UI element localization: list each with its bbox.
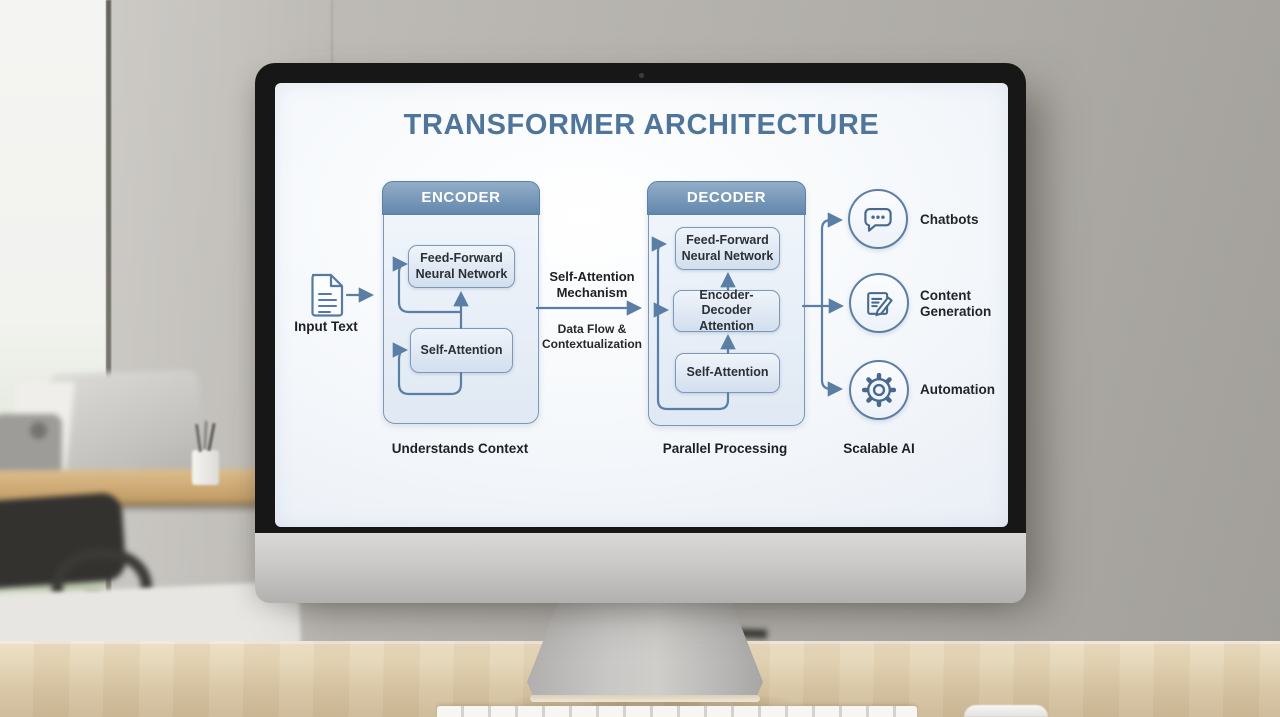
encoder-feed-forward-box: Feed-Forward Neural Network — [408, 245, 515, 288]
left-window-frame — [106, 0, 111, 612]
automation-label: Automation — [920, 382, 995, 397]
gear-icon — [861, 372, 897, 408]
arrow-branch-to-chatbots — [820, 212, 844, 308]
data-flow-label: Data Flow & Contextualization — [541, 322, 642, 351]
content-generation-circle — [849, 273, 909, 333]
keyboard — [437, 706, 917, 717]
arrow-branch-to-automation — [820, 304, 844, 397]
monitor-screen: TRANSFORMER ARCHITECTURE ENCODER Feed-Fo… — [275, 83, 1008, 527]
self-attention-mechanism-label: Self-Attention Mechanism — [549, 269, 635, 300]
decoder-encoder-decoder-attention-box: Encoder-Decoder Attention — [673, 288, 780, 333]
pen-cup — [192, 450, 219, 485]
encoder-self-attention-box: Self-Attention — [410, 328, 513, 373]
monitor-stand — [527, 598, 763, 698]
monitor-base-lip — [530, 695, 760, 702]
monitor: TRANSFORMER ARCHITECTURE ENCODER Feed-Fo… — [255, 63, 1026, 603]
decoder-header: DECODER — [647, 181, 806, 216]
right-window-group — [1040, 0, 1280, 660]
input-text-label: Input Text — [294, 319, 358, 334]
encoder-block: ENCODER — [382, 181, 540, 424]
webcam-icon — [639, 73, 644, 78]
decoder-caption: Parallel Processing — [662, 441, 788, 456]
outputs-caption: Scalable AI — [843, 441, 915, 456]
mouse — [964, 705, 1048, 717]
content-generation-label: Content Generation — [920, 288, 992, 320]
chatbots-label: Chatbots — [920, 212, 979, 227]
cable-hole — [30, 422, 47, 439]
edit-note-icon — [867, 292, 893, 317]
encoder-header: ENCODER — [382, 181, 540, 216]
automation-circle — [849, 360, 909, 420]
document-icon — [311, 273, 344, 317]
decoder-self-attention-box: Self-Attention — [675, 353, 780, 393]
chat-bubble-icon — [864, 208, 892, 232]
decoder-feed-forward-box: Feed-Forward Neural Network — [675, 227, 780, 270]
encoder-caption: Understands Context — [391, 441, 529, 456]
chatbots-circle — [848, 189, 908, 249]
diagram-title: TRANSFORMER ARCHITECTURE — [403, 109, 880, 141]
monitor-chin — [255, 533, 1026, 603]
